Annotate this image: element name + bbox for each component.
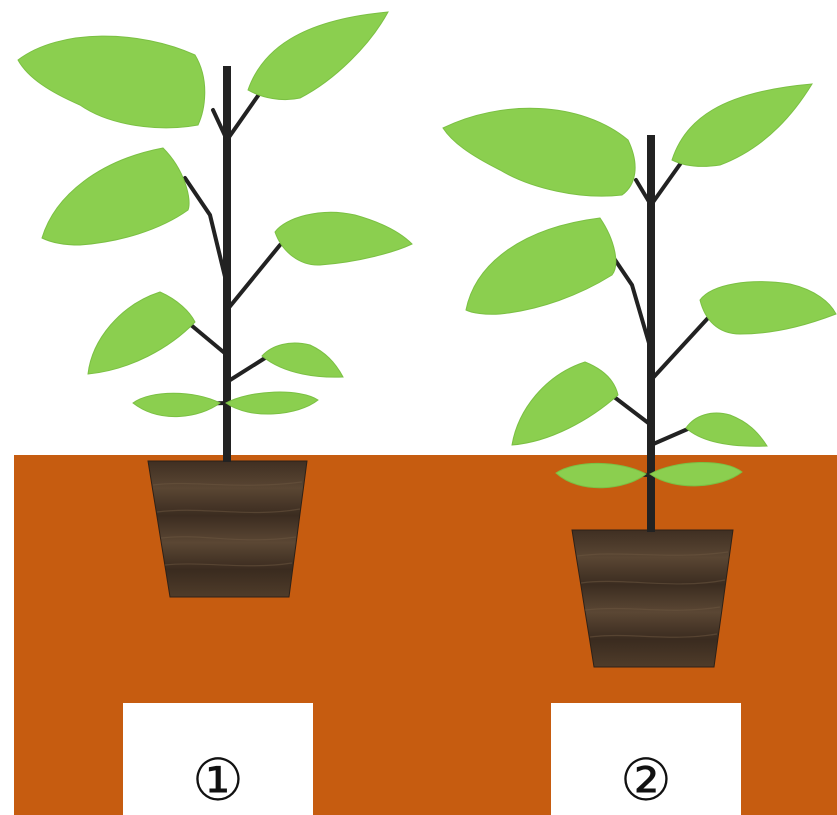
right-leaf-mid-left	[466, 218, 616, 314]
label-box-1: ①	[123, 703, 313, 815]
left-leaf-top-left	[18, 36, 205, 128]
right-leaf-mid-right	[700, 282, 836, 334]
left-leaf-low-left	[88, 292, 195, 374]
left-leaf-mid-left	[42, 148, 189, 245]
label-2: ②	[620, 751, 672, 809]
left-leaf-mid-right	[275, 212, 412, 265]
right-leaves	[443, 84, 836, 488]
right-leaf-low-left	[512, 362, 618, 445]
right-leaf-low-right	[686, 413, 767, 446]
left-pot	[148, 461, 307, 597]
label-1: ①	[192, 751, 244, 809]
left-leaf-top-right	[248, 12, 388, 100]
left-leaf-cotyledon-right	[226, 392, 318, 414]
right-leaf-top-right	[672, 84, 812, 166]
left-leaves	[18, 12, 412, 417]
right-leaf-top-left	[443, 108, 635, 196]
right-pot	[572, 530, 733, 667]
label-box-2: ②	[551, 703, 741, 815]
left-leaf-low-right	[262, 343, 343, 377]
left-leaf-cotyledon-left	[133, 393, 220, 416]
